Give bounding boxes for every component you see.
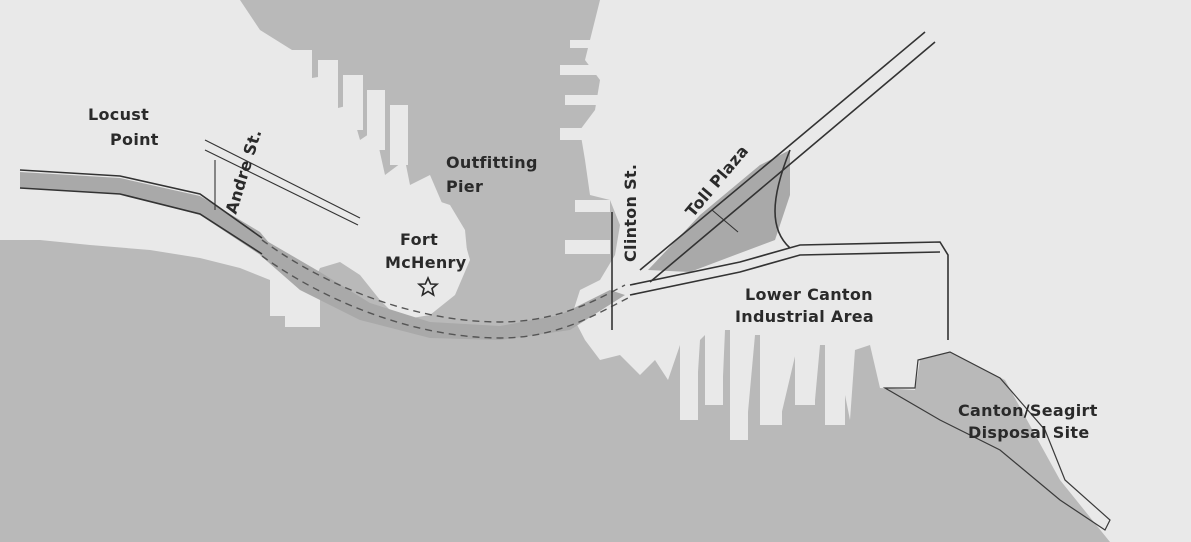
- toll-plaza-fill: [648, 150, 790, 272]
- tunnel-band: [260, 240, 625, 340]
- boston-st-road: [629, 241, 949, 340]
- outfitting-pier-label-1: Outfitting: [446, 153, 538, 172]
- tunnel-centerline-north: [261, 239, 626, 323]
- i95-mainline-south: [649, 41, 936, 283]
- disposal-site-label-1: Canton/Seagirt: [958, 401, 1098, 420]
- canton-land: [572, 0, 1191, 542]
- disposal-site-label-2: Disposal Site: [968, 423, 1090, 442]
- canton-north-piers: [560, 40, 610, 254]
- fort-mchenry-label-2: McHenry: [385, 253, 467, 272]
- locust-point-label-1: Locust: [88, 105, 149, 124]
- toll-plaza-booth-line: [711, 209, 739, 233]
- locust-point-rail-1: [204, 139, 361, 219]
- clinton-st-label: Clinton St.: [621, 164, 640, 262]
- fort-mchenry-land: [360, 195, 468, 318]
- star-icon: [416, 275, 440, 297]
- boston-st-road-south: [629, 251, 941, 296]
- locust-point-rail-2: [204, 149, 359, 226]
- west-approach-road-north: [19, 169, 263, 239]
- fort-mchenry-label-1: Fort: [400, 230, 438, 249]
- lower-canton-label-1: Lower Canton: [745, 285, 873, 304]
- locust-point-label-2: Point: [110, 130, 159, 149]
- toll-plaza-ramp: [774, 149, 791, 249]
- disposal-site-area: [882, 351, 1111, 531]
- outfitting-pier-label-2: Pier: [446, 177, 483, 196]
- canton-south-piers: [680, 330, 845, 440]
- i95-mainline-north: [639, 31, 926, 271]
- tunnel-centerline-south: [261, 255, 629, 339]
- tunnel-approach-band: [20, 172, 275, 258]
- locust-point-land: [0, 0, 470, 320]
- lower-canton-label-2: Industrial Area: [735, 307, 874, 326]
- west-approach-road-south: [19, 187, 263, 255]
